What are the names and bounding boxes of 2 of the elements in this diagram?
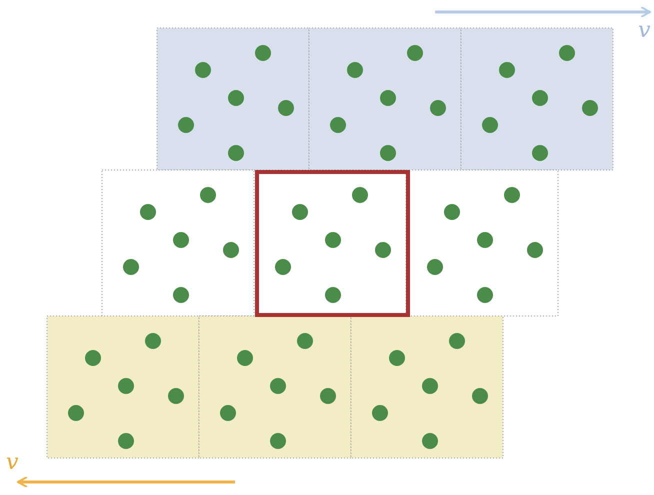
velocity-label: v xyxy=(6,452,18,474)
velocity-label: v xyxy=(638,20,650,42)
